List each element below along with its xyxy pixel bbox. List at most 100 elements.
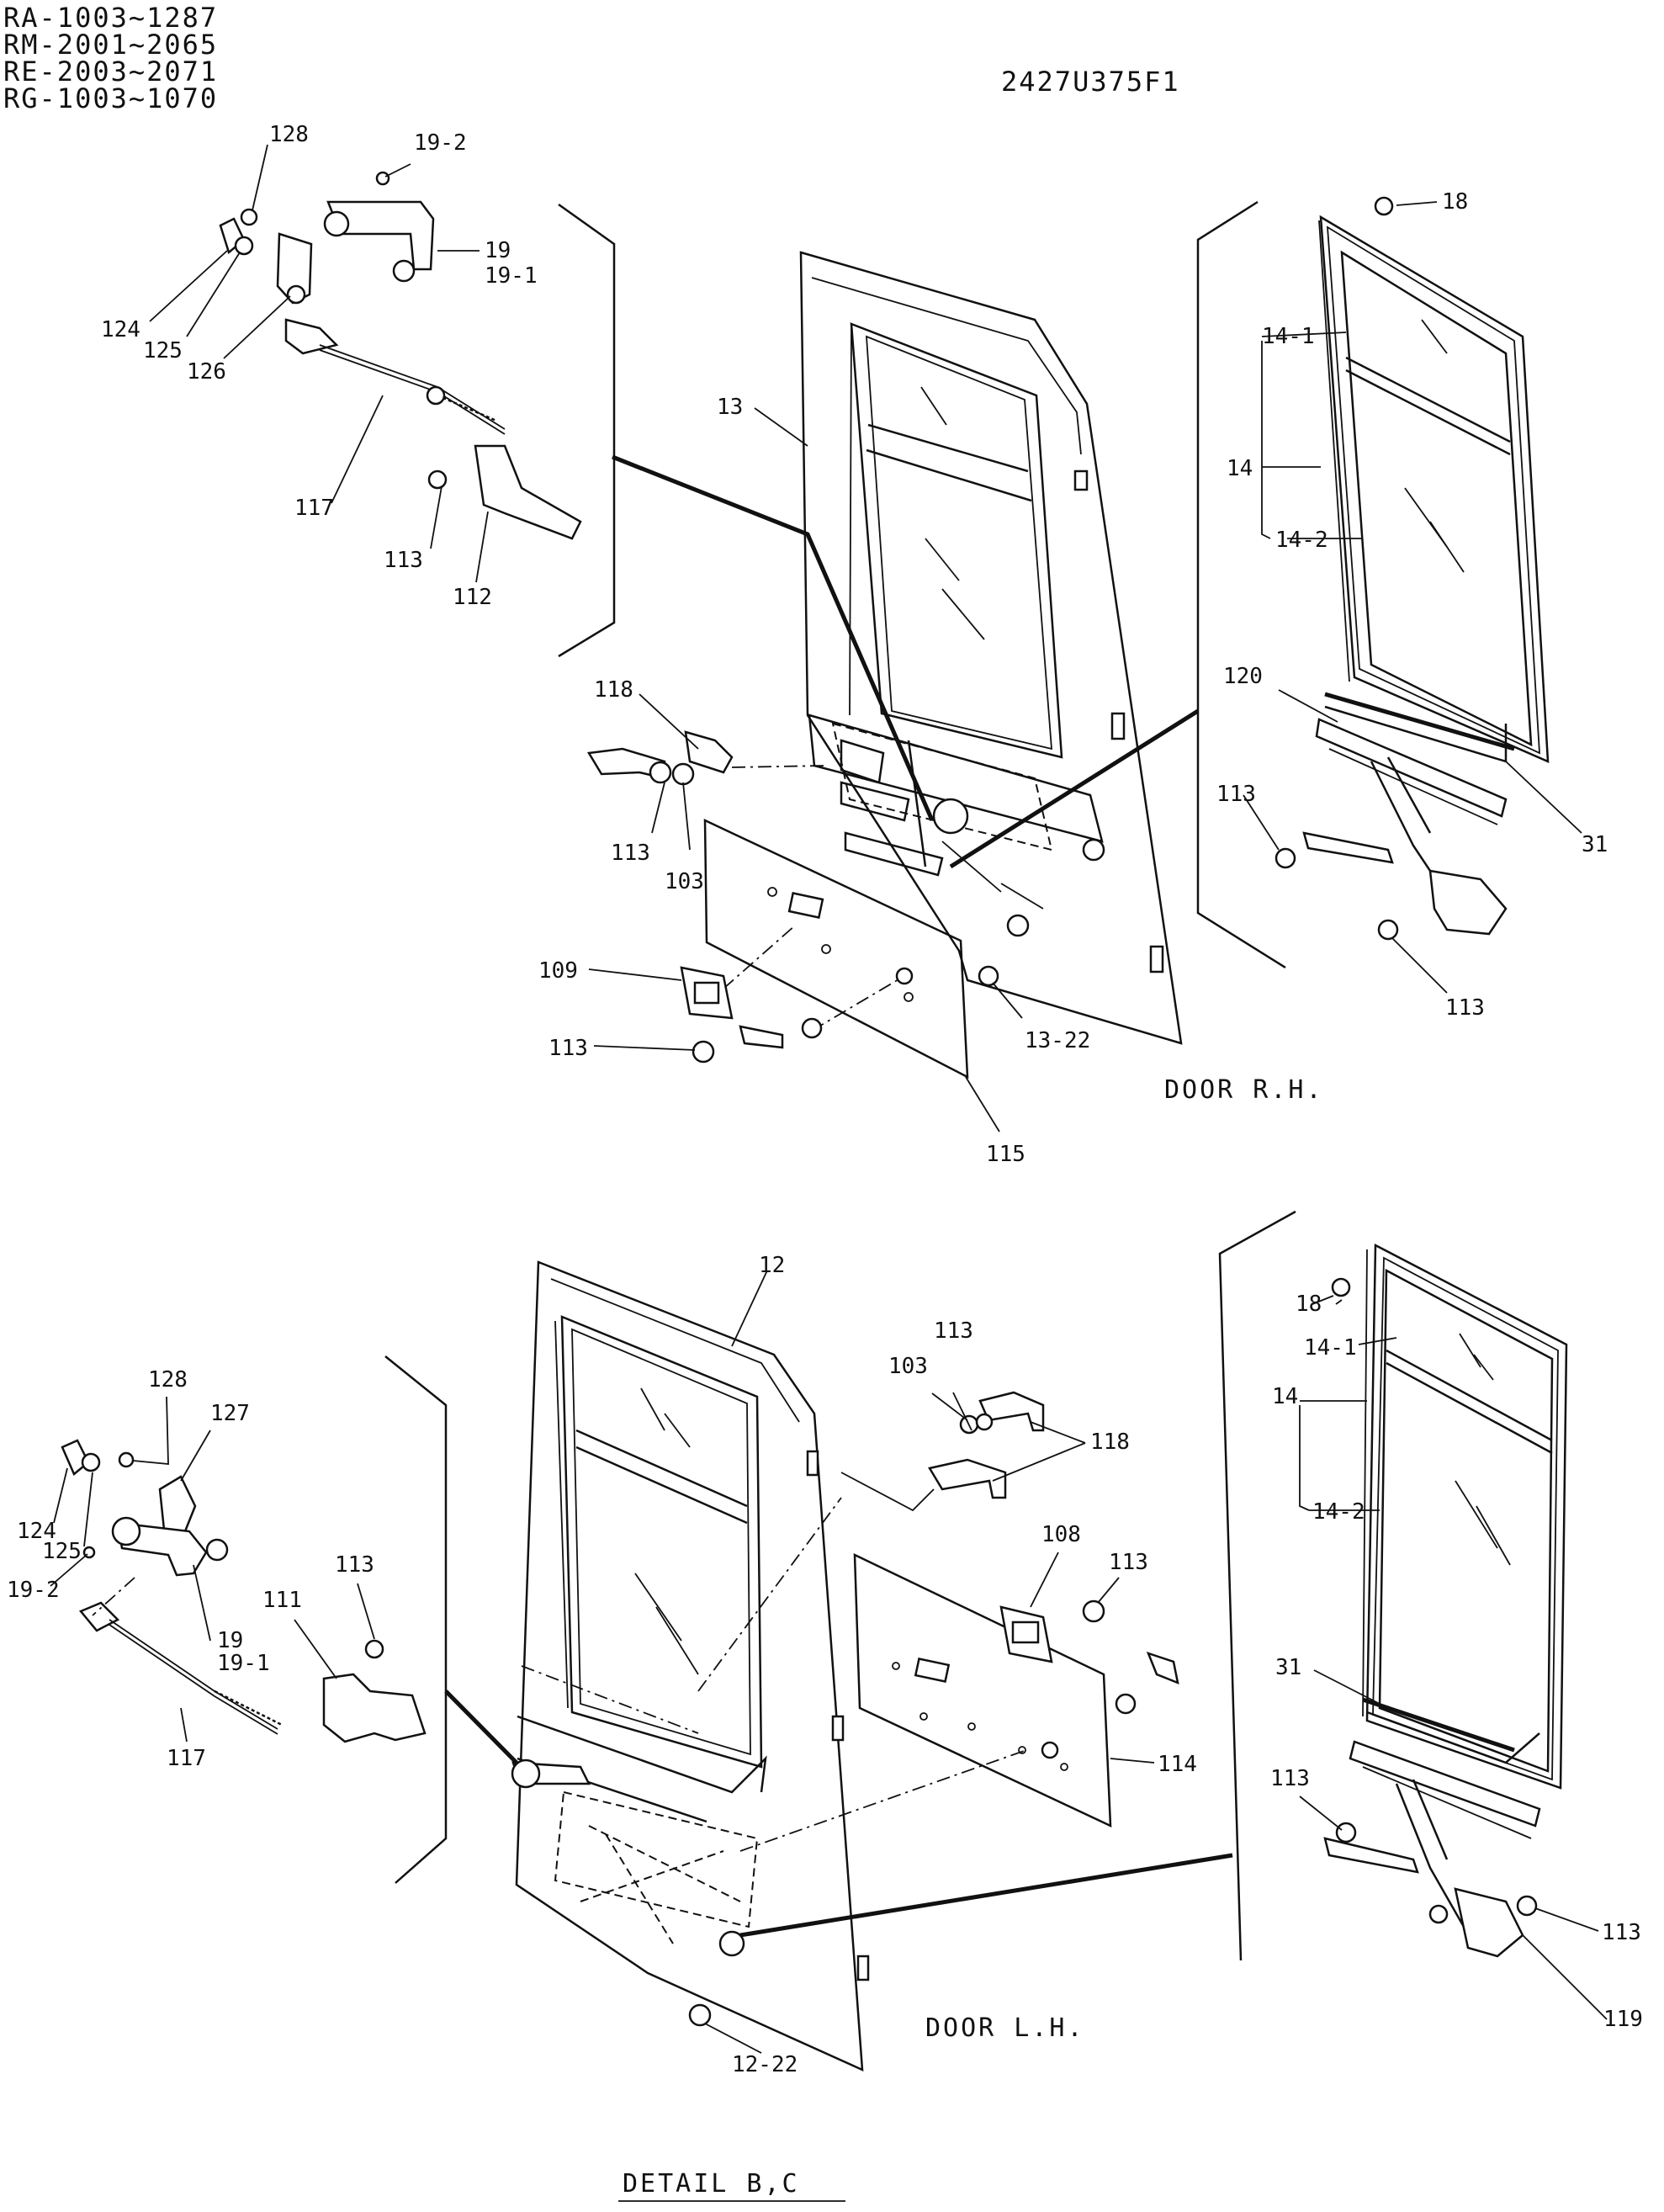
rh-bolt-125	[234, 236, 254, 256]
lh-guide-line-1	[697, 1497, 842, 1692]
label-rh-19: 19	[485, 238, 511, 263]
door-panel-13	[799, 251, 1183, 1045]
label-lh-31: 31	[1275, 1655, 1301, 1680]
lh-glass-assembly-14	[1331, 1243, 1568, 1790]
lh-panel-hole-2	[919, 1712, 928, 1721]
label-rh-31: 31	[1582, 832, 1608, 857]
rh-right-detail-bracket	[1196, 200, 1286, 969]
rh-screw-113-regulator-a	[1274, 847, 1296, 869]
lh-panel-opening	[914, 1657, 951, 1684]
caption-door-rh: DOOR R.H.	[1164, 1075, 1324, 1105]
lh-latch-127	[158, 1475, 197, 1533]
lh-bolt-125	[81, 1452, 101, 1472]
label-lh-125: 125	[42, 1539, 82, 1564]
lh-lock-rod-line	[444, 1690, 518, 1764]
rh-screw-113-regulator-b	[1377, 919, 1399, 941]
label-rh-125: 125	[143, 338, 183, 363]
label-lh-108: 108	[1041, 1522, 1081, 1547]
lh-crank-spline	[1041, 1741, 1059, 1759]
label-lh-119: 119	[1603, 2007, 1643, 2032]
label-rh-115: 115	[986, 1142, 1025, 1167]
label-rh-13: 13	[717, 395, 743, 420]
door-hinge-upper	[1073, 469, 1089, 491]
lh-panel-hole-1	[892, 1662, 900, 1670]
rh-left-detail-bracket	[558, 203, 616, 658]
door-panel-12	[511, 1260, 870, 2072]
label-lh-103: 103	[888, 1354, 928, 1379]
label-lh-114: 114	[1158, 1752, 1197, 1777]
door-lh-assembly: 12 18 14-1 14 14-2 113 103 118 128 127 1…	[7, 1210, 1643, 2077]
serial-range-ra: RA-1003~1287	[3, 2, 218, 34]
rh-screw-19-2	[375, 171, 390, 186]
door-hinge-middle	[1110, 712, 1126, 740]
lh-screw-18	[1331, 1277, 1351, 1297]
lh-screw-113-escutcheon	[1082, 1599, 1105, 1623]
rh-weatherstrip-31	[1324, 692, 1515, 751]
serial-range-rm: RM-2001~2065	[3, 29, 218, 61]
rh-latch-pivot	[286, 284, 306, 305]
rh-regulator-arm-bracket	[1302, 831, 1394, 864]
label-rh-103: 103	[665, 869, 704, 894]
rh-screw-18	[1374, 196, 1394, 216]
rh-escutcheon-opening	[693, 981, 720, 1005]
detail-caption: DETAIL B,C	[623, 2169, 800, 2199]
rh-leader-lines	[149, 144, 1582, 1133]
rh-regulator-hub	[932, 798, 969, 835]
serial-range-rg: RG-1003~1070	[3, 82, 218, 114]
detail-caption-group: DETAIL B,C	[618, 2169, 845, 2202]
rh-outer-handle-19	[326, 200, 435, 271]
label-rh-113d: 113	[548, 1036, 588, 1061]
rh-outer-handle-assembly	[219, 171, 582, 540]
rh-nut-19-1	[392, 259, 416, 283]
rh-spring-end	[426, 385, 446, 406]
label-rh-19-1: 19-1	[485, 263, 538, 289]
lh-outer-handle-assembly	[61, 1439, 427, 1743]
label-lh-113d: 113	[1270, 1766, 1310, 1791]
rh-regulator-120	[1274, 718, 1508, 941]
lh-right-detail-bracket	[1218, 1210, 1296, 1961]
label-rh-124: 124	[101, 317, 140, 342]
label-lh-113e: 113	[1602, 1920, 1641, 1945]
label-lh-113b: 113	[335, 1552, 374, 1578]
rh-inner-handle-118	[586, 730, 825, 786]
lh-screw-113-handle	[975, 1413, 994, 1431]
rh-lock-rod-line	[612, 454, 935, 821]
lh-regulator-link-line	[739, 1853, 1233, 1938]
lh-door-hinge-lower	[856, 1955, 870, 1981]
lh-leader-lines	[50, 1270, 1608, 2054]
drawing-number: 2427U375F1	[1001, 66, 1180, 98]
rh-regulator-link-line	[949, 708, 1200, 869]
label-rh-118: 118	[594, 677, 633, 703]
rh-lock-112	[474, 444, 582, 540]
door-hinge-lower	[1149, 945, 1164, 973]
lh-escutcheon-108	[999, 1599, 1179, 1715]
rh-crank-washer	[801, 1017, 823, 1039]
label-rh-19-2: 19-2	[414, 130, 467, 156]
lh-rod-clip	[78, 1601, 120, 1632]
lh-escutcheon-opening	[1011, 1621, 1040, 1644]
label-lh-14-2: 14-2	[1312, 1499, 1365, 1525]
serial-range-block: RA-1003~1287 RM-2001~2065 RE-2003~2071 R…	[3, 2, 218, 114]
rh-escutcheon-109	[680, 965, 999, 1064]
lh-screw-128	[118, 1451, 135, 1468]
label-lh-19-2: 19-2	[7, 1578, 60, 1603]
label-lh-127: 127	[210, 1401, 250, 1426]
serial-range-re: RE-2003~2071	[3, 56, 218, 88]
lh-left-detail-bracket	[384, 1355, 448, 1884]
label-rh-113c: 113	[1216, 782, 1256, 807]
lh-regulator-pivot	[1428, 1904, 1449, 1924]
rh-glass-assembly-14	[1318, 196, 1550, 763]
caption-door-lh: DOOR L.H.	[925, 2013, 1085, 2043]
lh-panel-hole-5	[1060, 1763, 1068, 1771]
label-rh-117: 117	[294, 496, 334, 521]
rh-window-crank	[739, 1025, 784, 1049]
label-lh-113c: 113	[1109, 1550, 1148, 1575]
lh-weatherstrip-31	[1362, 1697, 1515, 1753]
rh-screw-113-escutcheon	[692, 1040, 715, 1064]
label-lh-18: 18	[1296, 1292, 1322, 1317]
rh-door-hole-1	[1006, 914, 1030, 937]
rh-screw-128	[240, 208, 258, 226]
label-rh-18: 18	[1442, 189, 1468, 215]
label-lh-118: 118	[1090, 1430, 1130, 1455]
